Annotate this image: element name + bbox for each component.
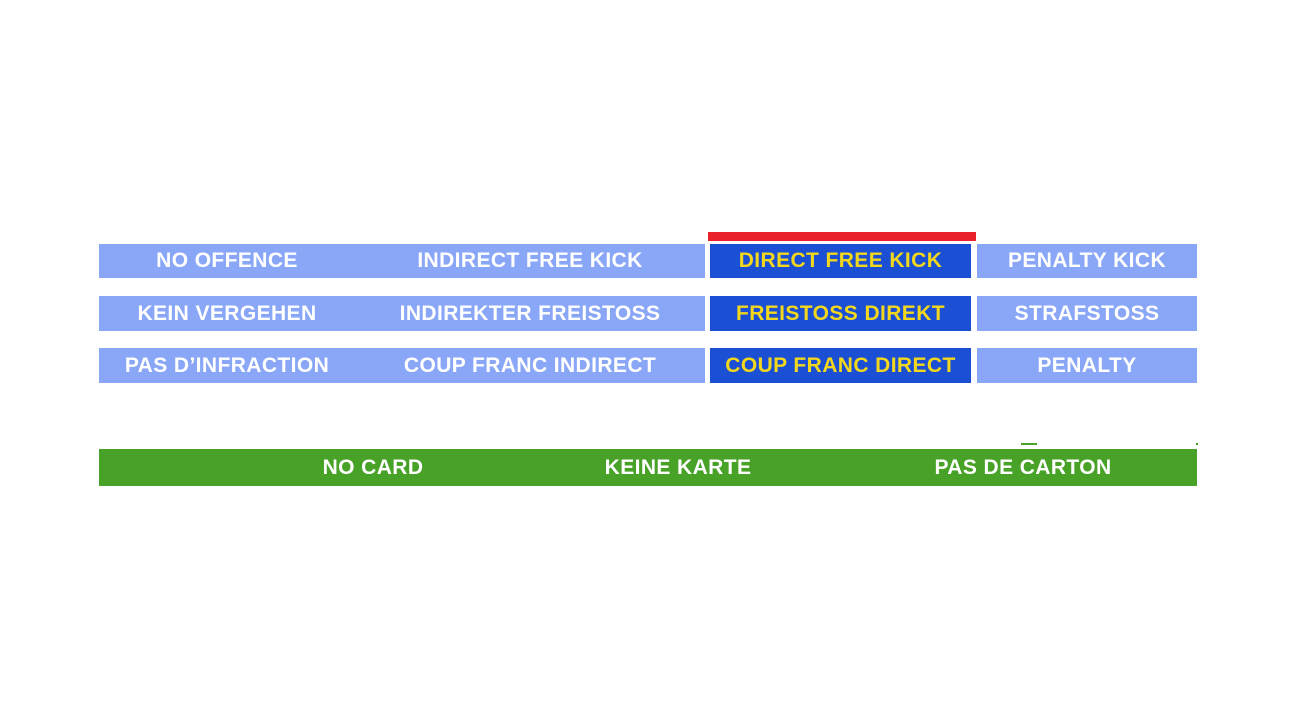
decision-row-german: KEIN VERGEHEN INDIREKTER FREISTOSS FREIS… — [99, 296, 1197, 331]
selected-answer-indicator-bar — [708, 232, 976, 241]
option-no-offence[interactable]: NO OFFENCE — [99, 244, 355, 278]
option-keine-karte[interactable]: KEINE KARTE — [604, 456, 752, 479]
decision-row-left-bar: PAS D’INFRACTION COUP FRANC INDIRECT — [99, 348, 705, 383]
option-coup-franc-direct-selected[interactable]: COUP FRANC DIRECT — [710, 348, 971, 383]
decision-row-french: PAS D’INFRACTION COUP FRANC INDIRECT COU… — [99, 348, 1197, 383]
option-label: PAS D’INFRACTION — [124, 353, 330, 377]
option-label: KEIN VERGEHEN — [137, 301, 317, 325]
option-label: INDIRECT FREE KICK — [417, 249, 643, 272]
option-freistoss-direkt-selected[interactable]: FREISTOSS DIREKT — [710, 296, 971, 331]
option-indirekter-freistoss[interactable]: INDIREKTER FREISTOSS — [355, 296, 705, 331]
option-label: NO OFFENCE — [156, 249, 298, 272]
option-label: FREISTOSS DIREKT — [735, 301, 946, 325]
option-label: COUP FRANC DIRECT — [725, 353, 956, 377]
option-label: PENALTY KICK — [1007, 249, 1167, 272]
card-decision-bar: NO CARD KEINE KARTE PAS DE CARTON — [99, 449, 1197, 486]
option-strafstoss[interactable]: STRAFSTOSS — [977, 296, 1197, 331]
option-pas-de-carton[interactable]: PAS DE CARTON — [934, 456, 1112, 479]
render-artifact-dash — [1021, 443, 1037, 445]
option-penalty-kick[interactable]: PENALTY KICK — [977, 244, 1197, 278]
decision-row-left-bar: NO OFFENCE INDIRECT FREE KICK — [99, 244, 705, 278]
option-penalty[interactable]: PENALTY — [977, 348, 1197, 383]
option-kein-vergehen[interactable]: KEIN VERGEHEN — [99, 296, 355, 331]
option-no-card[interactable]: NO CARD — [322, 456, 424, 479]
option-coup-franc-indirect[interactable]: COUP FRANC INDIRECT — [355, 348, 705, 383]
option-label: COUP FRANC INDIRECT — [403, 353, 657, 377]
option-label: DIRECT FREE KICK — [738, 249, 943, 272]
option-label: INDIREKTER FREISTOSS — [399, 301, 661, 325]
option-label: PENALTY — [1037, 353, 1137, 377]
option-direct-free-kick-selected[interactable]: DIRECT FREE KICK — [710, 244, 971, 278]
render-artifact-dot — [1196, 443, 1198, 445]
option-pas-d-infraction[interactable]: PAS D’INFRACTION — [99, 348, 355, 383]
option-indirect-free-kick[interactable]: INDIRECT FREE KICK — [355, 244, 705, 278]
option-label: STRAFSTOSS — [1014, 301, 1160, 325]
decision-row-english: NO OFFENCE INDIRECT FREE KICK DIRECT FRE… — [99, 244, 1197, 278]
decision-row-left-bar: KEIN VERGEHEN INDIREKTER FREISTOSS — [99, 296, 705, 331]
